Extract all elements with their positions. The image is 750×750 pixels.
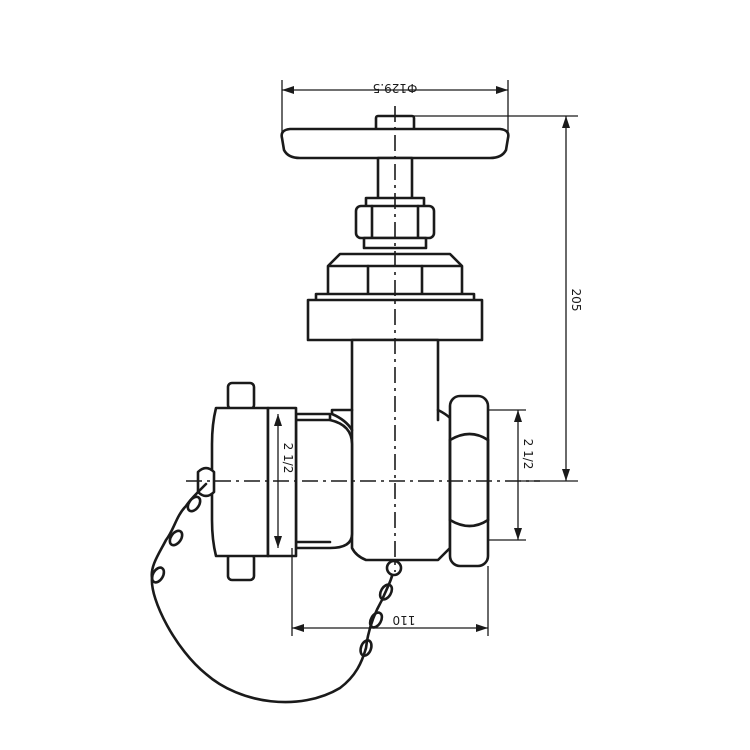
dim-handwheel-diameter: Ф129.5: [281, 80, 509, 138]
valve-body: [330, 338, 452, 562]
cap-chain: [150, 482, 403, 704]
dim-inlet-thread: 2 1/2: [274, 414, 295, 548]
dim-label-inlet: 2 1/2: [281, 443, 295, 474]
center-lines: [186, 106, 540, 572]
dim-label-outlet: 2 1/2: [521, 439, 535, 470]
dim-label-diameter: Ф129.5: [373, 81, 418, 95]
dim-label-height: 205: [569, 289, 583, 312]
dim-outlet-thread: 2 1/2: [488, 409, 535, 541]
dim-body-length: 110: [291, 548, 489, 636]
dim-overall-height: 205: [400, 115, 583, 482]
storz-coupling: [196, 381, 298, 582]
dim-label-length: 110: [393, 613, 416, 627]
